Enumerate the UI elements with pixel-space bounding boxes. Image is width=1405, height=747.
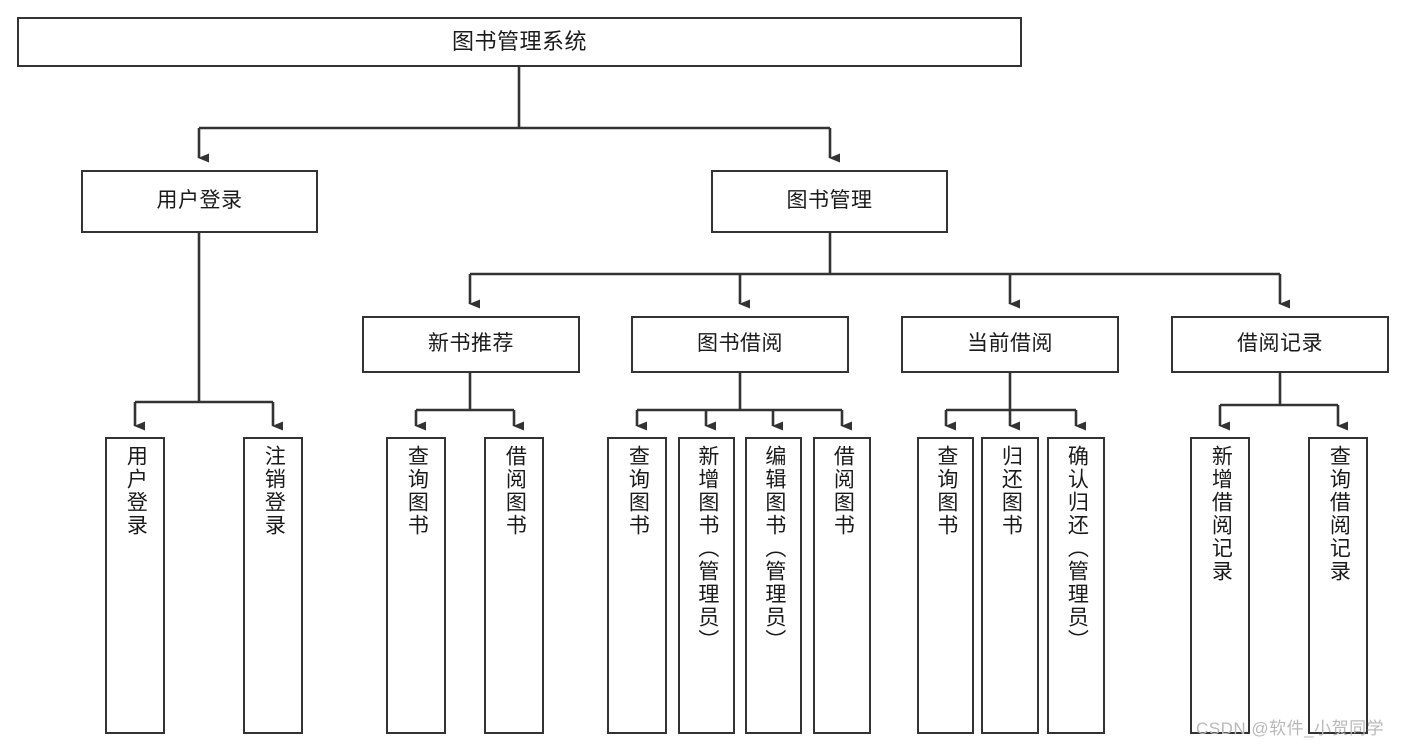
- node-label: 借阅记录: [1237, 332, 1323, 356]
- node-borrow-records[interactable]: 借阅记录: [1171, 316, 1389, 373]
- node-label: 新书推荐: [428, 332, 514, 356]
- leaf-add-borrow-record[interactable]: 新增借阅记录: [1190, 437, 1250, 734]
- leaf-user-login[interactable]: 用户登录: [105, 437, 165, 734]
- node-label: 查询图书: [405, 445, 429, 537]
- leaf-query-book-current[interactable]: 查询图书: [917, 437, 974, 734]
- node-root[interactable]: 图书管理系统: [17, 17, 1022, 67]
- node-label: 借阅图书: [503, 445, 527, 537]
- leaf-borrow-book[interactable]: 借阅图书: [813, 437, 871, 734]
- node-label: 查询借阅记录: [1327, 445, 1351, 583]
- node-book-borrow[interactable]: 图书借阅: [631, 316, 849, 373]
- node-label: 用户登录: [156, 189, 243, 213]
- node-label: 确认归还（管理员）: [1065, 445, 1089, 652]
- node-label: 归还图书: [999, 445, 1023, 537]
- node-label: 图书管理: [786, 189, 873, 213]
- node-current-borrow[interactable]: 当前借阅: [901, 316, 1119, 373]
- watermark-text: CSDN @软件_小贺同学: [1196, 719, 1385, 738]
- node-label: 图书借阅: [697, 332, 783, 356]
- leaf-query-borrow-record[interactable]: 查询借阅记录: [1308, 437, 1368, 734]
- leaf-return-book[interactable]: 归还图书: [981, 437, 1039, 734]
- leaf-edit-book-admin[interactable]: 编辑图书（管理员）: [745, 437, 802, 734]
- node-label: 当前借阅: [967, 332, 1053, 356]
- leaf-add-book-admin[interactable]: 新增图书（管理员）: [678, 437, 735, 734]
- leaf-confirm-return-admin[interactable]: 确认归还（管理员）: [1047, 437, 1105, 734]
- leaf-query-book-recommend[interactable]: 查询图书: [386, 437, 446, 734]
- node-label: 注销登录: [262, 445, 286, 537]
- leaf-borrow-book-recommend[interactable]: 借阅图书: [484, 437, 544, 734]
- node-label: 编辑图书（管理员）: [762, 445, 786, 652]
- node-label: 查询图书: [934, 445, 958, 537]
- node-user-login[interactable]: 用户登录: [81, 170, 318, 233]
- node-book-management[interactable]: 图书管理: [711, 170, 948, 233]
- leaf-query-book-borrow[interactable]: 查询图书: [607, 437, 667, 734]
- node-new-book-recommend[interactable]: 新书推荐: [362, 316, 580, 373]
- node-label: 新增借阅记录: [1209, 445, 1233, 583]
- node-label: 借阅图书: [831, 445, 855, 537]
- node-label: 查询图书: [626, 445, 650, 537]
- node-label: 新增图书（管理员）: [695, 445, 719, 652]
- node-label: 用户登录: [124, 445, 148, 537]
- node-label: 图书管理系统: [451, 29, 587, 55]
- leaf-logout[interactable]: 注销登录: [243, 437, 303, 734]
